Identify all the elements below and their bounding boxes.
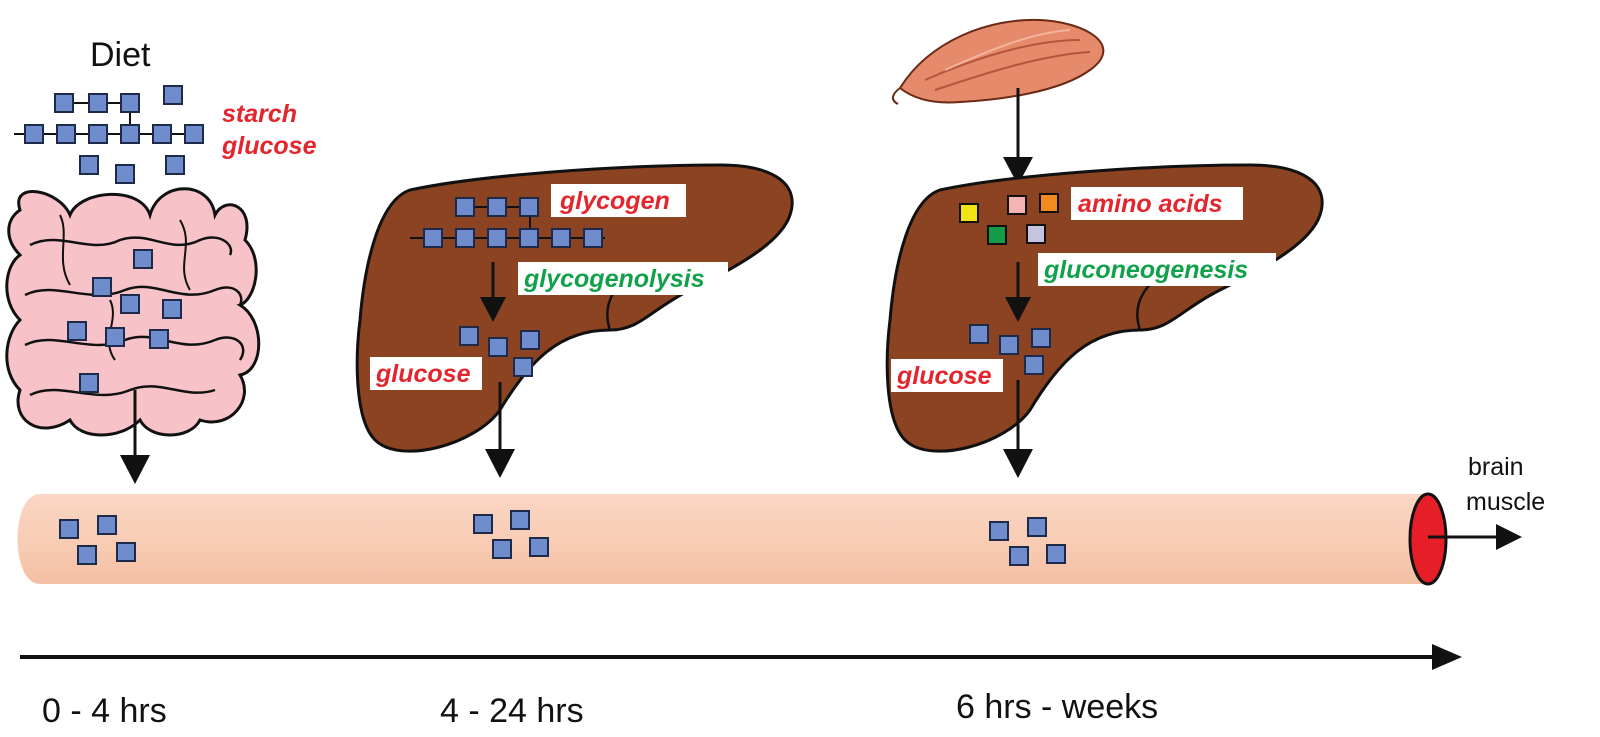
glycogenolysis-label: glycogenolysis	[523, 265, 705, 293]
gluconeogenesis-label: gluconeogenesis	[1043, 256, 1248, 284]
arrowhead-muscle	[1003, 157, 1033, 185]
liver2-glucose-squares	[969, 324, 1051, 375]
muscle	[892, 18, 1105, 105]
diet-title: Diet	[90, 36, 151, 74]
arrowhead-liver1	[485, 449, 515, 478]
arrowhead-intestine	[120, 455, 150, 484]
glycogen-label: glycogen	[559, 187, 670, 215]
diet-glucose-label: glucose	[221, 132, 317, 160]
intestine	[5, 187, 261, 437]
arrowhead-liver2	[1003, 449, 1033, 478]
starch-chain	[14, 85, 204, 184]
timeline-label-1: 4 - 24 hrs	[440, 692, 584, 730]
liver1-glucose-label: glucose	[375, 360, 471, 388]
blood-vessel	[17, 492, 1448, 586]
timeline-label-2: 6 hrs - weeks	[956, 688, 1158, 726]
starch-label: starch	[222, 100, 297, 128]
amino-acid-squares	[959, 193, 1059, 245]
liver2-glucose-label: glucose	[896, 362, 992, 390]
muscle-label: muscle	[1466, 488, 1545, 516]
blood-glucose-1	[59, 515, 136, 565]
blood-glucose-2	[473, 510, 549, 559]
blood-glucose-3	[989, 517, 1066, 566]
liver1-glucose-squares	[459, 326, 540, 377]
glycogen-chain	[410, 197, 605, 248]
amino-acids-label: amino acids	[1078, 190, 1223, 218]
brain-label: brain	[1468, 453, 1524, 481]
timeline-label-0: 0 - 4 hrs	[42, 692, 167, 730]
vessel-opening	[1408, 492, 1448, 586]
